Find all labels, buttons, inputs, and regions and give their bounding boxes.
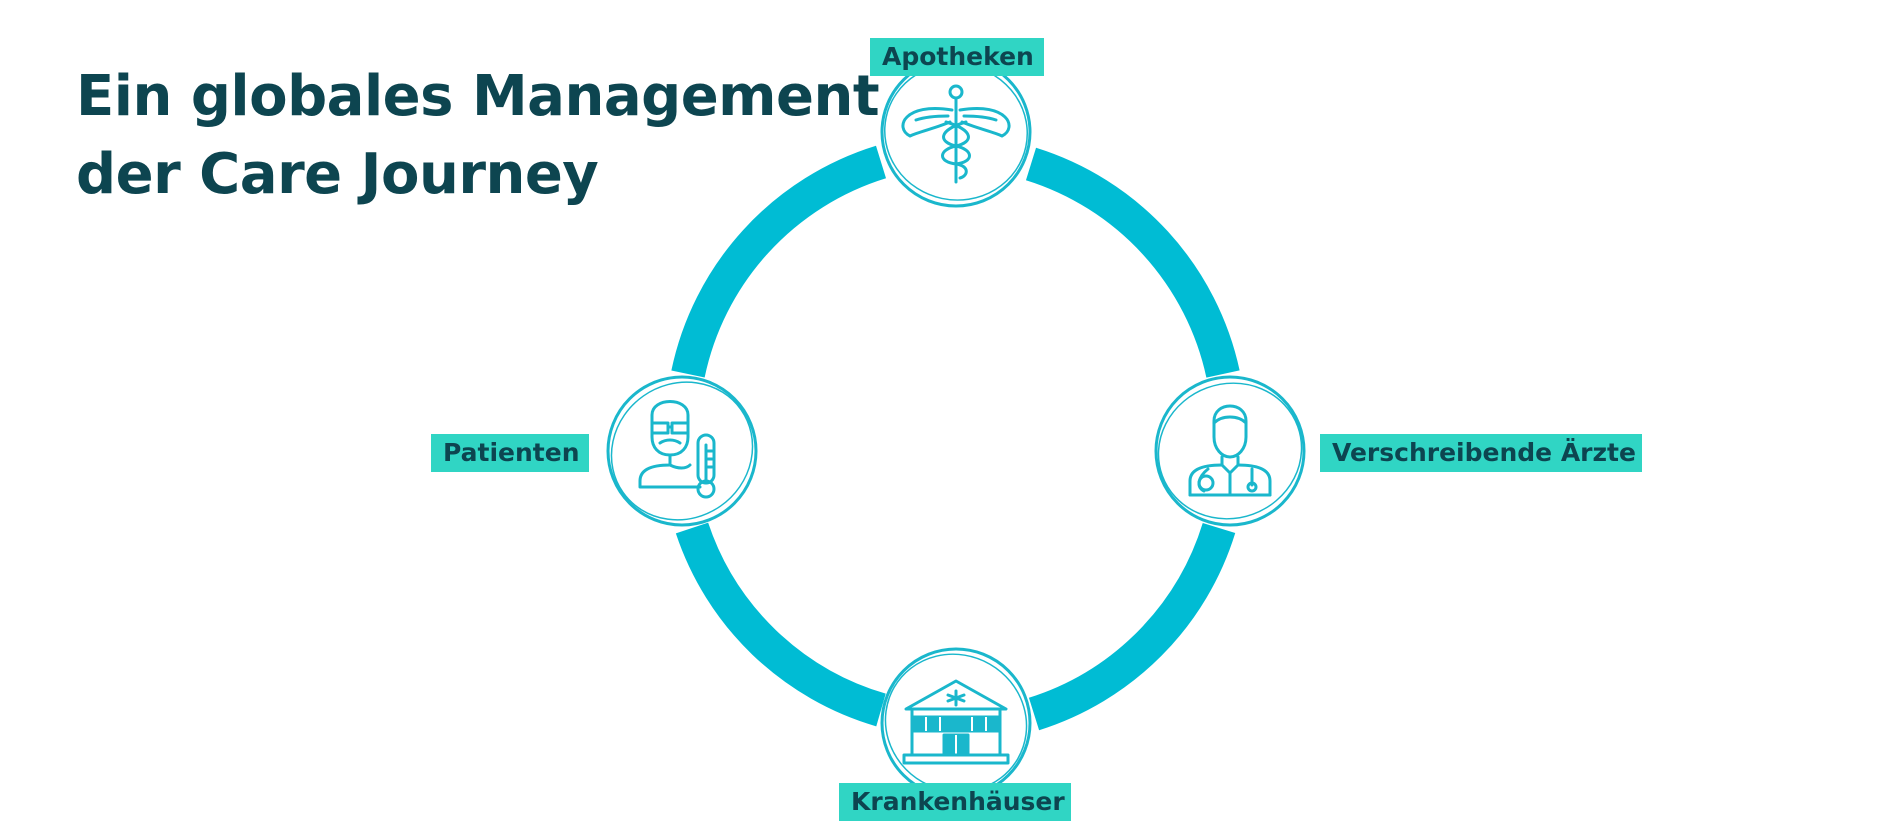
page-title: Ein globales Management der Care Journey (76, 58, 880, 214)
node-aerzte (1154, 375, 1306, 527)
title-line-1: Ein globales Management (76, 64, 880, 129)
ring-arc-top-left (671, 145, 887, 378)
ring-arc-top-right (1025, 147, 1240, 378)
ring-arc-bottom-right (1028, 522, 1236, 731)
doctor-icon (1188, 404, 1272, 497)
label-patienten: Patienten (431, 434, 589, 472)
ring-arc-bottom-left (675, 522, 886, 727)
node-apotheken (880, 56, 1032, 208)
label-verschreibende-aerzte: Verschreibende Ärzte (1320, 434, 1642, 472)
title-line-2: der Care Journey (76, 142, 599, 207)
node-circle (1154, 375, 1306, 527)
label-krankenhaeuser: Krankenhäuser (839, 783, 1071, 821)
node-krankenhaeuser (880, 647, 1032, 799)
patient-thermometer-icon (638, 400, 716, 499)
node-patienten (606, 375, 758, 527)
caduceus-icon (901, 84, 1011, 184)
hospital-icon (902, 679, 1010, 765)
journey-ring (671, 145, 1240, 731)
label-apotheken: Apotheken (870, 38, 1044, 76)
